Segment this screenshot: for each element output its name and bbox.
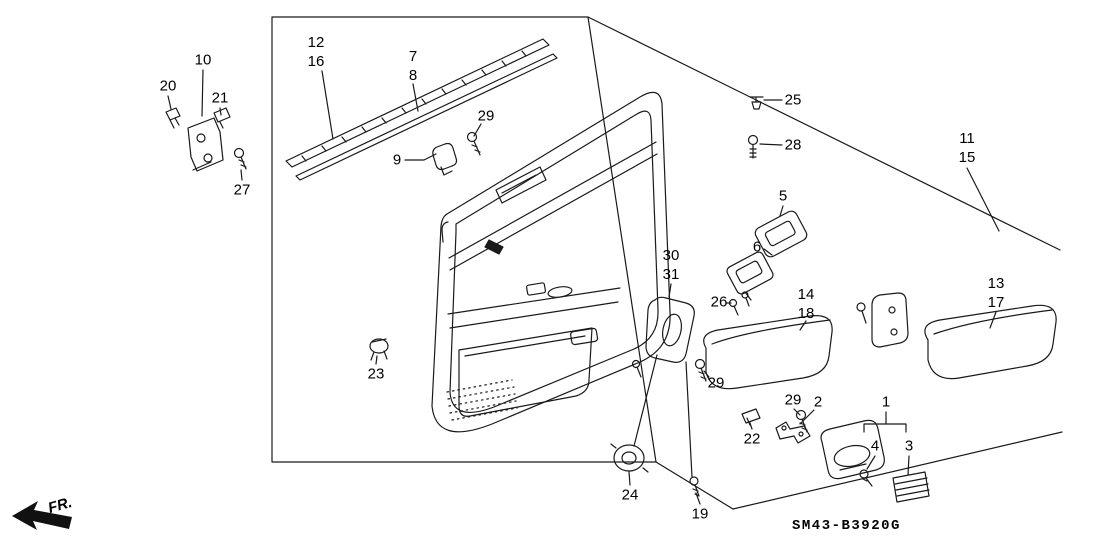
callout-4: 4 [870,437,880,455]
projection-lines [633,354,693,478]
callout-19: 19 [691,505,709,523]
screw-19-icon [689,476,700,497]
bracket-2-icon [775,421,811,444]
screw-26-icon [728,291,750,316]
bulb-4-icon [859,469,873,487]
bracket-10-icon [187,117,224,172]
callout-1: 1 [881,393,891,411]
door-panel-icon [431,91,671,433]
clip-25-icon [749,96,764,110]
lens-3-icon [892,471,930,503]
clip-22-icon [741,408,761,426]
fr-arrow-icon [12,501,72,530]
callout-22: 22 [743,430,761,448]
boundary-frame [271,16,1063,510]
screw-29-top-icon [466,131,481,156]
switch-assembly-5-icon [754,210,808,258]
diagram-code: SM43-B3920G [792,518,901,534]
callout-23: 23 [367,365,385,383]
callout-3: 3 [904,437,914,455]
callout-25: 25 [784,91,802,109]
callout-29-mid: 29 [707,374,725,392]
armrest-14-18-icon [703,314,833,390]
clip-23-icon [369,338,389,361]
screw-icon [856,302,867,324]
screw-28-icon [747,134,759,159]
callout-28: 28 [784,136,802,154]
trim-strip-12-16-icon [285,38,550,168]
handle-bezel-30-31-icon [645,296,695,363]
callout-21: 21 [211,89,229,107]
callout-10: 10 [194,51,212,69]
callout-9: 9 [392,151,402,169]
clip-20-icon [165,107,181,129]
callout-24: 24 [621,486,639,504]
callout-6: 6 [752,238,762,256]
callout-29-top: 29 [477,107,495,125]
leader-lines [167,69,1000,505]
screw-27-icon [233,147,247,170]
armrest-13-17-icon [924,304,1057,380]
callout-27: 27 [233,181,251,199]
screw-29-mid-icon [694,358,707,382]
trim-strip-7-8-icon [295,53,558,181]
callout-20: 20 [159,77,177,95]
callout-29-lower: 29 [784,391,802,409]
callout-5: 5 [778,187,788,205]
clip-21-icon [213,107,231,129]
bracket-11-15-icon [871,292,909,348]
speaker-24-icon [610,443,649,473]
switch-6-icon [726,251,774,301]
clip-9-icon [432,142,458,176]
pull-pocket-1-icon [820,419,885,480]
callout-2: 2 [813,393,823,411]
callout-26: 26 [710,293,728,311]
